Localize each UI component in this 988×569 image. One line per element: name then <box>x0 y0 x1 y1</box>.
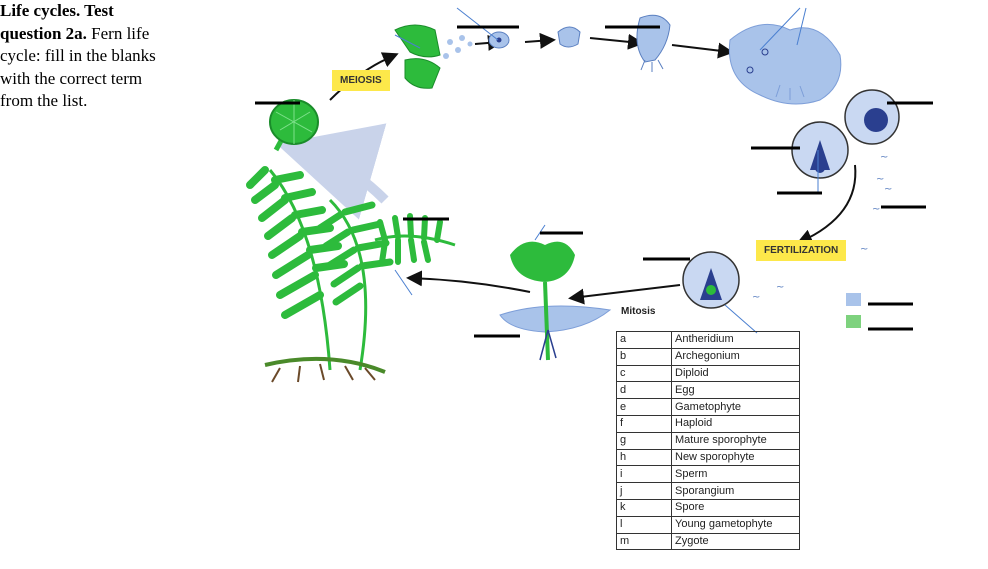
diploid-swatch <box>846 315 861 328</box>
term-name: New sporophyte <box>671 448 800 467</box>
pointer-lines <box>394 7 819 334</box>
svg-text:~: ~ <box>876 174 884 185</box>
fertilization-label: FERTILIZATION <box>756 240 847 261</box>
term-key: k <box>616 498 672 517</box>
svg-text:~: ~ <box>884 184 892 195</box>
term-name: Antheridium <box>671 331 800 349</box>
intro-text: Life cycles. Test question 2a. Fern life… <box>0 0 170 113</box>
term-key: c <box>616 364 672 383</box>
svg-text:~: ~ <box>860 244 868 255</box>
term-key: b <box>616 347 672 366</box>
term-name: Spore <box>671 498 800 517</box>
cycle-arrows <box>276 32 857 305</box>
term-name: Sperm <box>671 465 800 484</box>
term-key: e <box>616 398 672 416</box>
term-key: m <box>616 532 672 551</box>
antheridium-illustration <box>844 89 900 145</box>
term-name: Sporangium <box>671 482 800 500</box>
term-key: g <box>616 431 672 450</box>
archegonium-illustration <box>791 121 849 179</box>
term-name: Archegonium <box>671 347 800 366</box>
mitosis-label: Mitosis <box>621 306 656 317</box>
term-key: h <box>616 448 672 467</box>
term-key: a <box>616 331 672 349</box>
term-key: j <box>616 482 672 500</box>
sperm-illustration: ~ ~ ~ ~ ~ ~ ~ <box>752 152 892 303</box>
term-name: Gametophyte <box>671 398 800 416</box>
term-key: l <box>616 515 672 534</box>
term-name: Egg <box>671 381 800 400</box>
term-name: Zygote <box>671 532 800 551</box>
answer-blanks <box>255 25 933 338</box>
young-gametophyte-illustration <box>557 14 671 72</box>
sporangium-illustration <box>269 99 319 152</box>
svg-text:~: ~ <box>752 292 760 303</box>
mature-sporophyte-illustration <box>246 166 456 383</box>
svg-text:~: ~ <box>776 282 784 293</box>
term-key: i <box>616 465 672 484</box>
term-name: Haploid <box>671 414 800 433</box>
svg-text:~: ~ <box>872 204 880 215</box>
haploid-swatch <box>846 293 861 306</box>
term-name: Mature sporophyte <box>671 431 800 450</box>
term-key: f <box>616 414 672 433</box>
spore-illustration <box>488 31 510 49</box>
svg-text:~: ~ <box>880 152 888 163</box>
meiosis-label: MEIOSIS <box>332 70 390 91</box>
new-sporophyte-illustration <box>499 241 612 361</box>
intro-title: Life cycles. Test question 2a. <box>0 1 114 43</box>
zygote-illustration <box>682 251 740 309</box>
bursting-sporangium-illustration <box>394 24 473 89</box>
term-name: Diploid <box>671 364 800 383</box>
term-key: d <box>616 381 672 400</box>
intro-body: Fern life cycle: fill in the blanks with… <box>0 23 156 111</box>
term-name: Young gametophyte <box>671 515 800 534</box>
gametophyte-illustration <box>728 23 842 105</box>
